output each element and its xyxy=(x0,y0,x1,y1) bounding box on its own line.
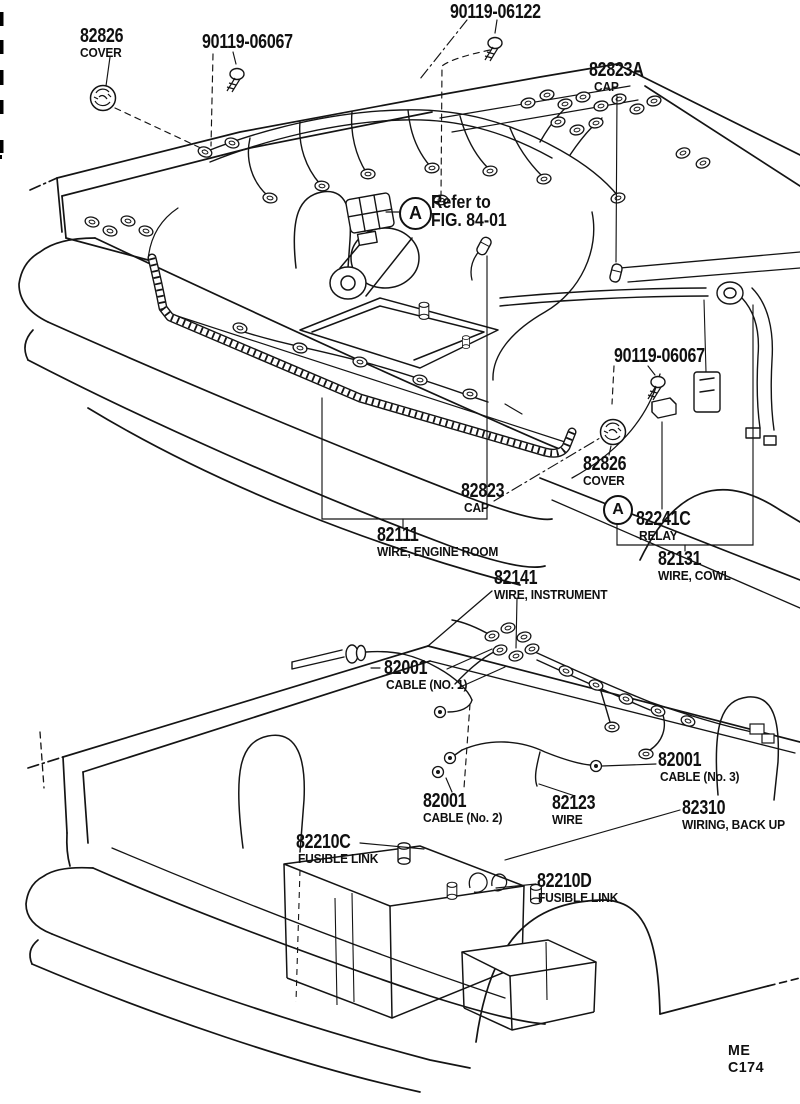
screw-icon xyxy=(226,67,245,93)
part-label-90119-06122: 90119-06122 xyxy=(450,1,564,23)
part-name: WIRE xyxy=(552,812,583,827)
relay-icon xyxy=(651,397,677,419)
fusible-link-box xyxy=(283,842,597,1031)
part-number: 82123 xyxy=(552,792,596,814)
part-name: CAP xyxy=(594,79,619,94)
refer-note: Refer to FIG. 84-01 xyxy=(431,192,507,230)
part-number: 82131 xyxy=(658,548,702,570)
upper-view-line-art xyxy=(18,63,800,609)
part-name: FUSIBLE LINK xyxy=(538,890,619,905)
part-label-82826-cover-top: 82826 COVER xyxy=(80,25,134,60)
part-name: WIRE, COWL xyxy=(658,568,731,583)
battery-cable-no1 xyxy=(291,644,503,713)
part-label-82131: 82131 WIRE, COWL xyxy=(658,548,737,583)
part-label-82001-no2: 82001 CABLE (No. 2) xyxy=(423,790,509,825)
igniter-box xyxy=(345,192,395,247)
fusible-link-clip xyxy=(468,872,488,893)
part-name: RELAY xyxy=(639,528,678,543)
cover-grommet-icon xyxy=(89,84,117,112)
part-label-82001-no3: 82001 CABLE (No. 3) xyxy=(658,749,746,784)
part-label-82123: 82123 WIRE xyxy=(552,792,606,827)
part-number: 90119-06122 xyxy=(450,1,541,23)
page-code: ME C174 xyxy=(728,1042,764,1076)
part-name: CABLE (NO. 1) xyxy=(386,677,468,692)
screw-icon xyxy=(647,375,666,401)
part-name: WIRE, ENGINE ROOM xyxy=(377,544,499,559)
cable-eyelets xyxy=(431,705,603,779)
oil-cap-icon xyxy=(418,301,430,320)
part-name: CAP xyxy=(464,500,489,515)
part-label-82210D: 82210D FUSIBLE LINK xyxy=(537,870,625,905)
part-number: 82141 xyxy=(494,567,538,589)
part-number: 82826 xyxy=(80,25,124,47)
part-label-82310: 82310 WIRING, BACK UP xyxy=(682,797,794,832)
part-label-82001-no1: 82001 CABLE (NO. 1) xyxy=(384,657,474,692)
part-number: 82001 xyxy=(658,749,702,771)
part-number: 82241C xyxy=(636,508,691,530)
cap-icon xyxy=(474,235,494,257)
part-label-82241C: 82241C RELAY xyxy=(636,508,704,543)
part-label-82111: 82111 WIRE, ENGINE ROOM xyxy=(377,524,509,559)
fusible-link-stud xyxy=(397,842,411,865)
part-number: 82001 xyxy=(423,790,467,812)
part-label-82141: 82141 WIRE, INSTRUMENT xyxy=(494,567,617,602)
part-number: 82823A xyxy=(589,59,644,81)
part-label-82210C: 82210C FUSIBLE LINK xyxy=(296,831,385,866)
part-name: COVER xyxy=(583,473,625,488)
part-number: 82210D xyxy=(537,870,592,892)
lower-view-line-art xyxy=(25,590,800,1093)
part-label-90119-06067-top: 90119-06067 xyxy=(202,31,316,53)
part-number: 82001 xyxy=(384,657,428,679)
part-number: 82210C xyxy=(296,831,351,853)
callout-a-cowl: A xyxy=(603,495,633,525)
cover-grommet-icon xyxy=(599,418,627,446)
part-name: CABLE (No. 3) xyxy=(660,769,740,784)
part-label-82823A: 82823A CAP xyxy=(589,59,657,94)
registration-marks xyxy=(0,12,4,159)
part-number: 82826 xyxy=(583,453,627,475)
fusible-link-clip xyxy=(491,873,508,892)
cap-icon xyxy=(608,262,624,284)
corrugated-loom xyxy=(147,253,577,458)
wire-82123 xyxy=(451,741,591,787)
leader-lines xyxy=(105,19,754,889)
part-name: WIRE, INSTRUMENT xyxy=(494,587,608,602)
part-name: CABLE (No. 2) xyxy=(423,810,503,825)
part-label-82823: 82823 CAP xyxy=(461,480,515,515)
part-number: 90119-06067 xyxy=(202,31,293,53)
part-number: 82310 xyxy=(682,797,726,819)
screw-icon xyxy=(484,36,503,62)
part-name: WIRING, BACK UP xyxy=(682,817,785,832)
part-label-82826-cover-cowl: 82826 COVER xyxy=(583,453,637,488)
callout-a-note: A xyxy=(399,197,432,230)
part-label-90119-06067-cowl: 90119-06067 xyxy=(614,345,728,367)
part-name: COVER xyxy=(80,45,122,60)
part-number: 82111 xyxy=(377,524,419,546)
part-number: 82823 xyxy=(461,480,505,502)
part-name: FUSIBLE LINK xyxy=(298,851,379,866)
fusible-link-stud xyxy=(446,881,458,900)
part-number: 90119-06067 xyxy=(614,345,705,367)
